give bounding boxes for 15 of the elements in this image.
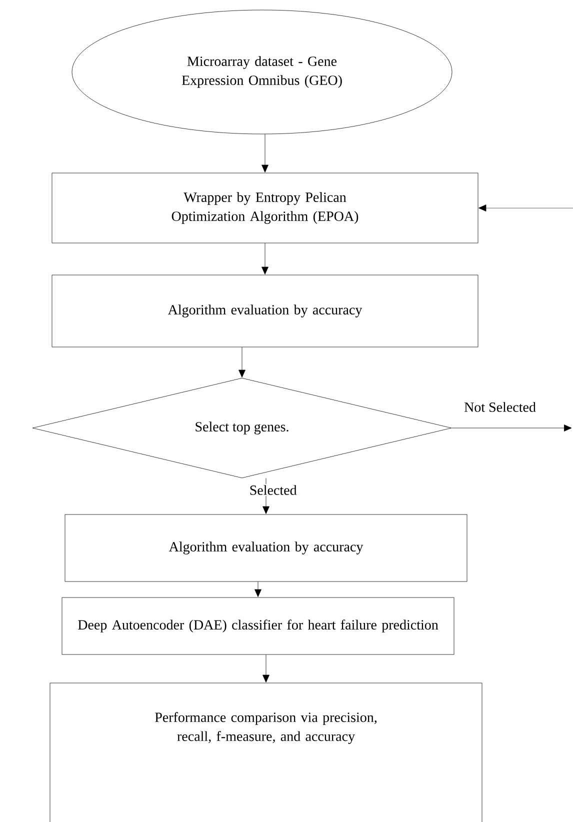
- arrow: [262, 134, 268, 172]
- process-box: Algorithm evaluation by accuracy: [52, 274, 478, 348]
- arrow: [262, 243, 268, 274]
- arrow: [254, 582, 262, 597]
- arrow: [262, 654, 270, 682]
- arrow: [238, 347, 246, 378]
- edge-label: Not Selected: [463, 401, 537, 413]
- process-box: Performance comparison via precision, recall, f-measure, and accuracy: [50, 682, 482, 822]
- edge-label: Selected: [248, 484, 298, 496]
- arrow: [452, 424, 572, 432]
- process-box: Wrapper by Entropy Pelican Optimization Algorithm (EPOA): [52, 172, 478, 244]
- arrow: [478, 204, 573, 212]
- process-box: Deep Autoencoder (DAE) classifier for heart failure prediction: [62, 597, 454, 655]
- process-box: Algorithm evaluation by accuracy: [64, 514, 468, 582]
- arrow: [262, 478, 270, 514]
